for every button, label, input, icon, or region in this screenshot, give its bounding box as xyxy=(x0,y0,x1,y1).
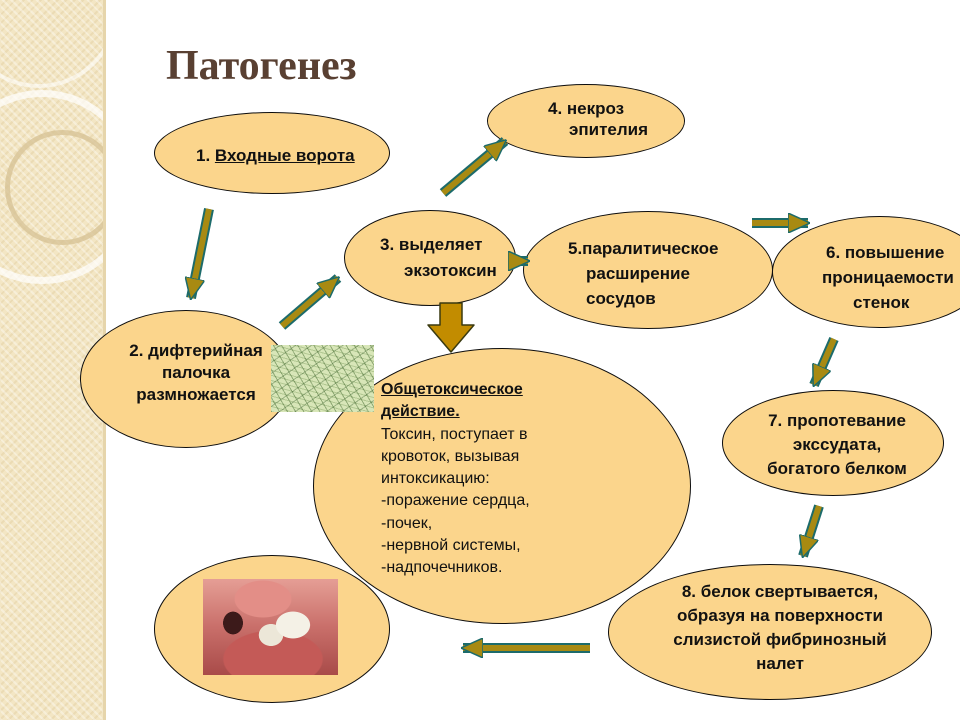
bacteria-micrograph xyxy=(271,345,374,412)
decorative-ring xyxy=(5,130,103,245)
node-necrosis-label: 4. некроз эпителия xyxy=(532,98,648,140)
throat-photo xyxy=(203,579,338,675)
node-bacillus-line: 2. дифтерийная xyxy=(129,341,263,360)
node-bacillus-label: 2. дифтерийная палочка размножается xyxy=(116,340,276,406)
node-permeability-label: 6. повышение проницаемости стенок xyxy=(822,240,960,315)
toxic-effect-line: -поражение сердца, xyxy=(381,492,530,510)
decorative-ring xyxy=(0,0,103,88)
node-fibrin-label: 8. белок свертывается, образуя на поверх… xyxy=(632,580,928,676)
toxic-effect-line: Токсин, поступает в xyxy=(381,425,528,443)
node-necrosis xyxy=(487,84,685,158)
arrow-3-to-4 xyxy=(439,137,509,197)
toxic-effect-line: -надпочечников. xyxy=(381,559,503,577)
node-vasodilation-line: 5.паралитическое xyxy=(568,239,719,258)
node-exotoxin-line: экзотоксин xyxy=(404,261,497,280)
node-fibrin-line: налет xyxy=(756,654,804,673)
node-fibrin-line: слизистой фибринозный xyxy=(673,630,887,649)
decorative-ring xyxy=(0,90,103,284)
node-entry-gate-label: 1. Входные ворота xyxy=(196,145,355,166)
node-vasodilation-line: расширение xyxy=(586,264,690,283)
arrow-3-to-toxic xyxy=(427,302,475,353)
node-toxic-effect xyxy=(313,348,691,624)
node-vasodilation-line: сосудов xyxy=(586,289,656,308)
node-bacillus xyxy=(80,310,292,448)
node-vasodilation xyxy=(523,211,773,329)
toxic-effect-line: кровоток, вызывая xyxy=(381,447,520,465)
arrow-7-to-8 xyxy=(798,504,824,556)
node-exudate xyxy=(722,390,944,496)
node-exotoxin-label: 3. выделяет экзотоксин xyxy=(376,232,519,284)
node-bacillus-line: палочка xyxy=(161,363,231,382)
node-exudate-line: 7. пропотевание xyxy=(768,411,906,430)
slide-title: Патогенез xyxy=(166,43,357,89)
node-entry-gate-text: Входные ворота xyxy=(214,146,355,165)
toxic-effect-title-line: Общетоксическое xyxy=(381,381,523,398)
node-permeability-line: проницаемости xyxy=(822,268,954,287)
node-exotoxin-line: 3. выделяет xyxy=(380,235,483,254)
arrow-1-to-2 xyxy=(191,208,214,298)
arrow-6-to-7 xyxy=(809,337,839,385)
node-bacillus-line: размножается xyxy=(136,385,256,404)
toxic-effect-line: интоксикацию: xyxy=(381,470,490,488)
node-exudate-label: 7. пропотевание экссудата, богатого белк… xyxy=(748,409,926,481)
node-necrosis-line: 4. некроз xyxy=(548,99,625,118)
node-exotoxin xyxy=(344,210,516,306)
toxic-effect-line: -почек, xyxy=(381,514,433,532)
node-exudate-line: экссудата, xyxy=(792,435,882,454)
node-entry-gate-number: 1. xyxy=(196,146,215,165)
node-permeability-line: 6. повышение xyxy=(826,243,945,262)
node-exudate-line: богатого белком xyxy=(767,459,907,478)
node-entry-gate xyxy=(154,112,390,194)
node-necrosis-line: эпителия xyxy=(569,120,649,139)
toxic-effect-title-line: действие. xyxy=(381,403,460,421)
node-fibrin-line: образуя на поверхности xyxy=(677,606,883,625)
arrow-2-to-3 xyxy=(278,274,342,330)
node-permeability-line: стенок xyxy=(853,293,910,312)
node-fibrin-line: 8. белок свертывается, xyxy=(681,582,879,601)
toxic-effect-line: -нервной системы, xyxy=(381,537,521,555)
node-vasodilation-label: 5.паралитическое расширение сосудов xyxy=(568,236,718,311)
node-permeability xyxy=(772,216,960,328)
node-fibrin xyxy=(608,564,932,700)
toxic-effect-text: Общетоксическое действие. Токсин, поступ… xyxy=(381,379,530,580)
